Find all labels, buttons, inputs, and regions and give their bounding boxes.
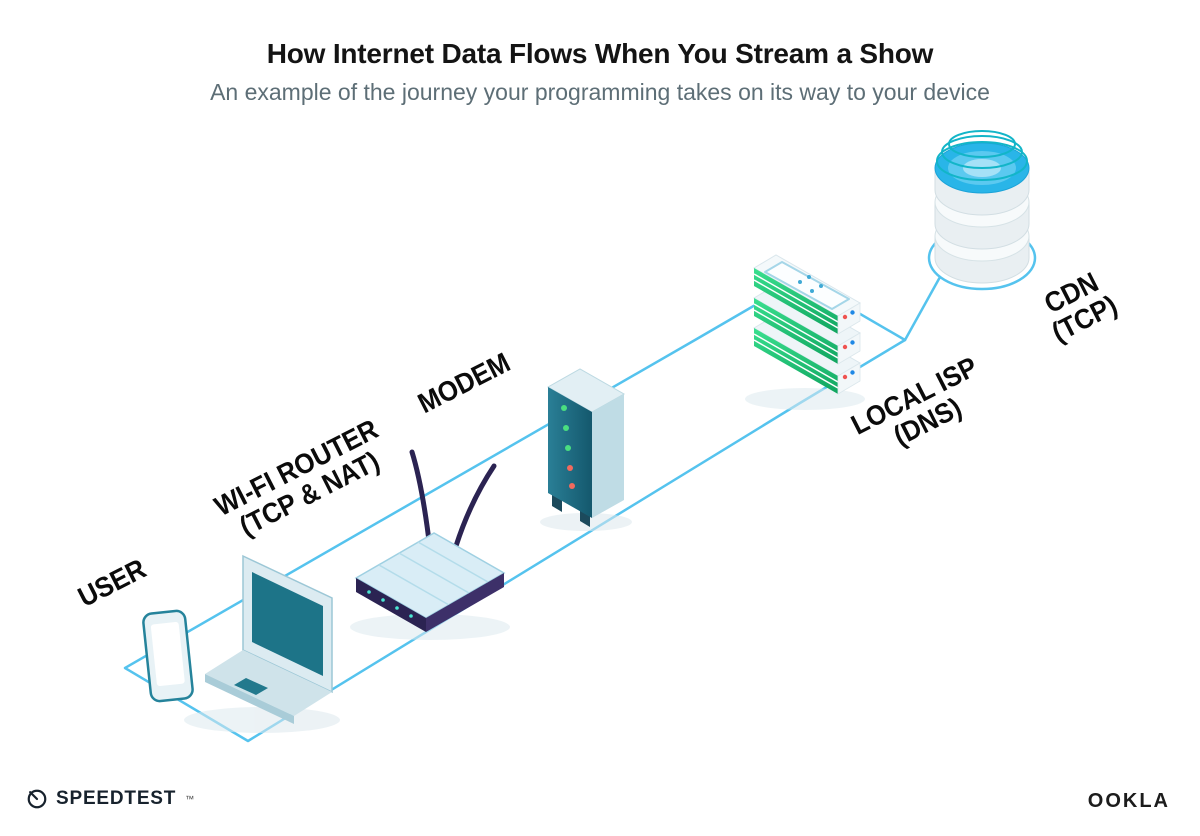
speedtest-trademark: ™ xyxy=(185,794,195,804)
speedtest-wordmark: SPEEDTEST xyxy=(56,788,177,809)
speedtest-logo: SPEEDTEST ™ xyxy=(26,788,195,810)
user-phone-illustration xyxy=(142,609,194,703)
ookla-wordmark: OOKLA xyxy=(1087,790,1170,812)
modem-illustration xyxy=(546,368,626,527)
speedtest-gauge-icon xyxy=(27,789,47,809)
infographic-title: How Internet Data Flows When You Stream … xyxy=(266,38,934,69)
cdn-database-illustration xyxy=(934,130,1030,284)
user-laptop-illustration xyxy=(205,554,333,724)
wifi-router-illustration xyxy=(354,449,506,632)
isp-server-illustration xyxy=(753,254,861,395)
infographic-subtitle: An example of the journey your programmi… xyxy=(210,79,990,105)
